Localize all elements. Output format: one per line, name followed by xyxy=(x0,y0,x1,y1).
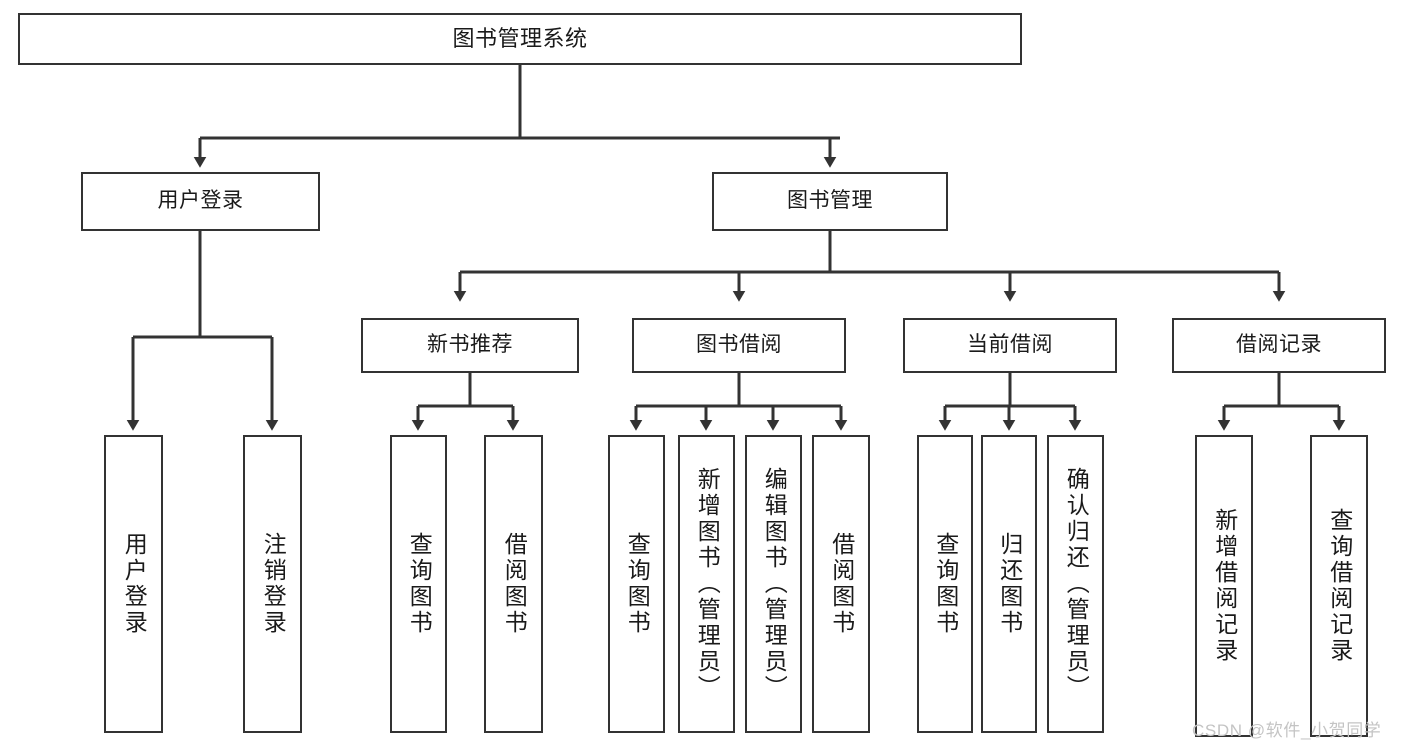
leaf-add-borrow-record[interactable]: 新增借阅记录 xyxy=(1195,435,1253,737)
leaf-return-book-label: 归还图书 xyxy=(996,532,1023,636)
leaf-edit-book-admin[interactable]: 编辑图书（管理员） xyxy=(745,435,802,733)
node-current-borrow[interactable]: 当前借阅 xyxy=(903,318,1117,373)
leaf-edit-book-admin-label: 编辑图书（管理员） xyxy=(761,467,788,701)
node-borrow-record-label: 借阅记录 xyxy=(1236,333,1322,357)
node-book-borrow[interactable]: 图书借阅 xyxy=(632,318,846,373)
leaf-query-book-current[interactable]: 查询图书 xyxy=(917,435,973,733)
leaf-return-book[interactable]: 归还图书 xyxy=(981,435,1037,733)
node-user-login-label: 用户登录 xyxy=(157,189,244,213)
leaf-user-login-label: 用户登录 xyxy=(121,532,148,636)
leaf-logout-label: 注销登录 xyxy=(260,532,287,636)
leaf-add-book-admin[interactable]: 新增图书（管理员） xyxy=(678,435,735,733)
node-book-manage[interactable]: 图书管理 xyxy=(712,172,948,231)
leaf-user-login[interactable]: 用户登录 xyxy=(104,435,163,733)
leaf-logout[interactable]: 注销登录 xyxy=(243,435,302,733)
leaf-borrow-book-newbook[interactable]: 借阅图书 xyxy=(484,435,543,733)
leaf-query-book-current-label: 查询图书 xyxy=(932,532,959,636)
leaf-add-book-admin-label: 新增图书（管理员） xyxy=(694,467,721,701)
leaf-confirm-return-admin[interactable]: 确认归还（管理员） xyxy=(1047,435,1104,733)
leaf-borrow-book-newbook-label: 借阅图书 xyxy=(501,532,528,636)
node-user-login[interactable]: 用户登录 xyxy=(81,172,320,231)
leaf-query-book-borrow-label: 查询图书 xyxy=(624,532,651,636)
node-new-book-recommend-label: 新书推荐 xyxy=(427,333,513,357)
node-new-book-recommend[interactable]: 新书推荐 xyxy=(361,318,579,373)
leaf-borrow-book-label: 借阅图书 xyxy=(828,532,855,636)
csdn-watermark: CSDN @软件_小贺同学 xyxy=(1192,721,1382,740)
leaf-add-borrow-record-label: 新增借阅记录 xyxy=(1211,508,1238,664)
leaf-query-book-newbook[interactable]: 查询图书 xyxy=(390,435,447,733)
node-current-borrow-label: 当前借阅 xyxy=(967,333,1053,357)
leaf-query-borrow-record[interactable]: 查询借阅记录 xyxy=(1310,435,1368,737)
node-root[interactable]: 图书管理系统 xyxy=(18,13,1022,65)
leaf-borrow-book[interactable]: 借阅图书 xyxy=(812,435,870,733)
leaf-confirm-return-admin-label: 确认归还（管理员） xyxy=(1063,467,1090,701)
leaf-query-book-borrow[interactable]: 查询图书 xyxy=(608,435,665,733)
node-book-borrow-label: 图书借阅 xyxy=(696,333,782,357)
leaf-query-borrow-record-label: 查询借阅记录 xyxy=(1326,508,1353,664)
leaf-query-book-newbook-label: 查询图书 xyxy=(406,532,433,636)
node-book-manage-label: 图书管理 xyxy=(787,189,873,213)
node-root-label: 图书管理系统 xyxy=(452,26,588,52)
node-borrow-record[interactable]: 借阅记录 xyxy=(1172,318,1386,373)
